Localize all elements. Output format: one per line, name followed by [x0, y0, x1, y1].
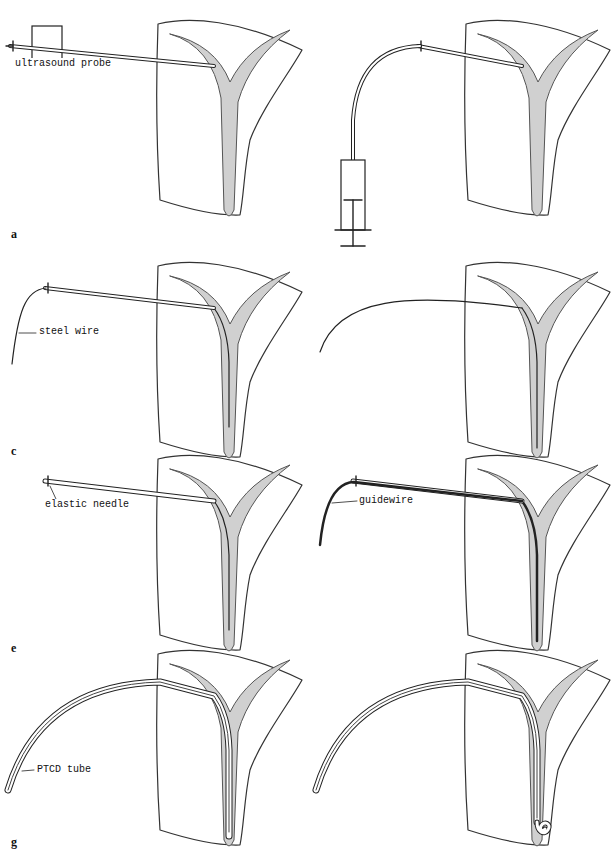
leader-line	[22, 770, 34, 771]
liver-outline	[157, 20, 302, 215]
part-label: ultrasound probe	[14, 58, 112, 70]
syringe-plunger	[352, 200, 353, 246]
pigtail-loop-core	[537, 822, 549, 833]
guidewire	[320, 482, 522, 545]
bile-duct	[170, 465, 290, 651]
guidewire	[8, 682, 229, 832]
needle	[45, 288, 214, 308]
ptcd-tube-core	[316, 682, 537, 822]
pigtail-loop	[537, 822, 549, 833]
needle-core	[45, 481, 214, 501]
panel	[6, 20, 302, 216]
needle-core	[418, 46, 522, 66]
liver-outline	[465, 262, 610, 457]
liver-outline	[465, 455, 610, 650]
part-label: elastic needle	[44, 499, 130, 511]
needle-stylet	[6, 45, 13, 46]
panel	[12, 262, 302, 458]
guidewire	[522, 501, 537, 641]
leader-line	[19, 333, 36, 334]
steel-wire	[522, 308, 537, 448]
needle-core	[45, 288, 214, 308]
part-label: steel wire	[38, 326, 100, 338]
panel-letter: c	[10, 444, 17, 458]
steel-wire	[320, 300, 522, 352]
panel	[320, 262, 610, 458]
part-label: PTCD tube	[36, 764, 92, 776]
panel	[316, 650, 610, 846]
liver-outline	[157, 455, 302, 650]
bile-duct	[170, 30, 290, 216]
panel-letter: g	[10, 835, 18, 849]
needle	[418, 46, 522, 66]
liver-outline	[465, 20, 610, 215]
bile-duct	[170, 272, 290, 458]
panel	[45, 455, 302, 651]
bile-duct	[478, 465, 598, 651]
bile-duct	[478, 30, 598, 216]
ptcd-tube	[8, 682, 229, 836]
liver-outline	[157, 262, 302, 457]
connecting-tube-core	[353, 46, 420, 160]
part-label: guidewire	[358, 495, 414, 507]
syringe-piston	[344, 199, 362, 200]
guidewire	[316, 682, 537, 818]
ptcd-tube-core	[8, 682, 229, 836]
syringe-thumb-rest	[341, 245, 365, 247]
panel	[320, 455, 610, 651]
needle	[45, 481, 214, 501]
connecting-tube	[353, 46, 420, 160]
panel-letter: e	[10, 641, 17, 655]
panel	[335, 20, 610, 246]
needle-hub	[47, 283, 48, 293]
leader-line	[50, 486, 56, 499]
steel-wire	[214, 501, 229, 630]
needle-hub	[47, 476, 48, 486]
bile-duct	[478, 272, 598, 458]
steel-wire	[214, 308, 229, 427]
syringe-flange	[335, 229, 371, 230]
leader-line	[332, 501, 357, 503]
panel	[8, 650, 302, 846]
panel-letter: a	[10, 227, 18, 241]
ptcd-tube	[316, 682, 537, 822]
